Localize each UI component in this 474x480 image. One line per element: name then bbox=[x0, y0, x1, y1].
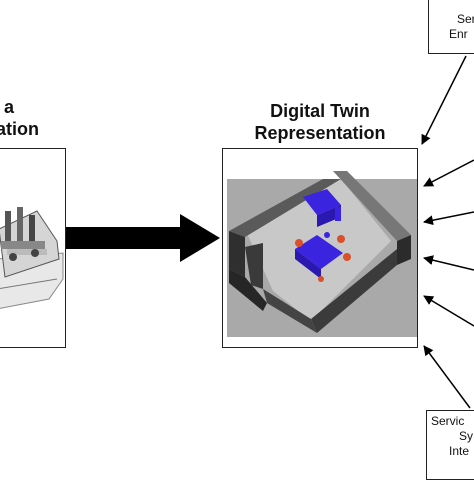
service-bottom-line2: Sy bbox=[459, 429, 474, 443]
service-top-line2: Enr bbox=[449, 27, 468, 41]
service-arrow-6 bbox=[423, 345, 471, 409]
left-panel-title: a ation bbox=[0, 96, 70, 140]
digital-twin-title-line2: Representation bbox=[254, 123, 386, 143]
left-title-line1: a bbox=[4, 97, 15, 117]
service-box-bottom: Servic Sy Inte bbox=[426, 410, 474, 480]
service-bottom-line1: Servic bbox=[431, 414, 465, 428]
service-top-line1: Ser bbox=[457, 12, 474, 26]
service-bottom-line3: Inte bbox=[449, 444, 470, 458]
service-arrow-1 bbox=[421, 55, 467, 145]
service-arrow-5 bbox=[423, 295, 474, 327]
digital-twin-room-render bbox=[227, 171, 417, 337]
digital-twin-panel bbox=[222, 148, 418, 348]
left-title-line2: ation bbox=[0, 119, 39, 139]
physical-system-panel bbox=[0, 148, 66, 348]
robot-vehicle-image bbox=[0, 207, 64, 309]
service-arrow-4 bbox=[423, 255, 474, 271]
digital-twin-title: Digital Twin Representation bbox=[222, 100, 418, 144]
service-box-top: Ser Enr bbox=[428, 0, 474, 54]
service-arrow-2 bbox=[423, 159, 474, 187]
digital-twin-title-line1: Digital Twin bbox=[270, 101, 370, 121]
main-flow-arrow bbox=[66, 214, 220, 262]
service-arrow-3 bbox=[423, 211, 474, 226]
